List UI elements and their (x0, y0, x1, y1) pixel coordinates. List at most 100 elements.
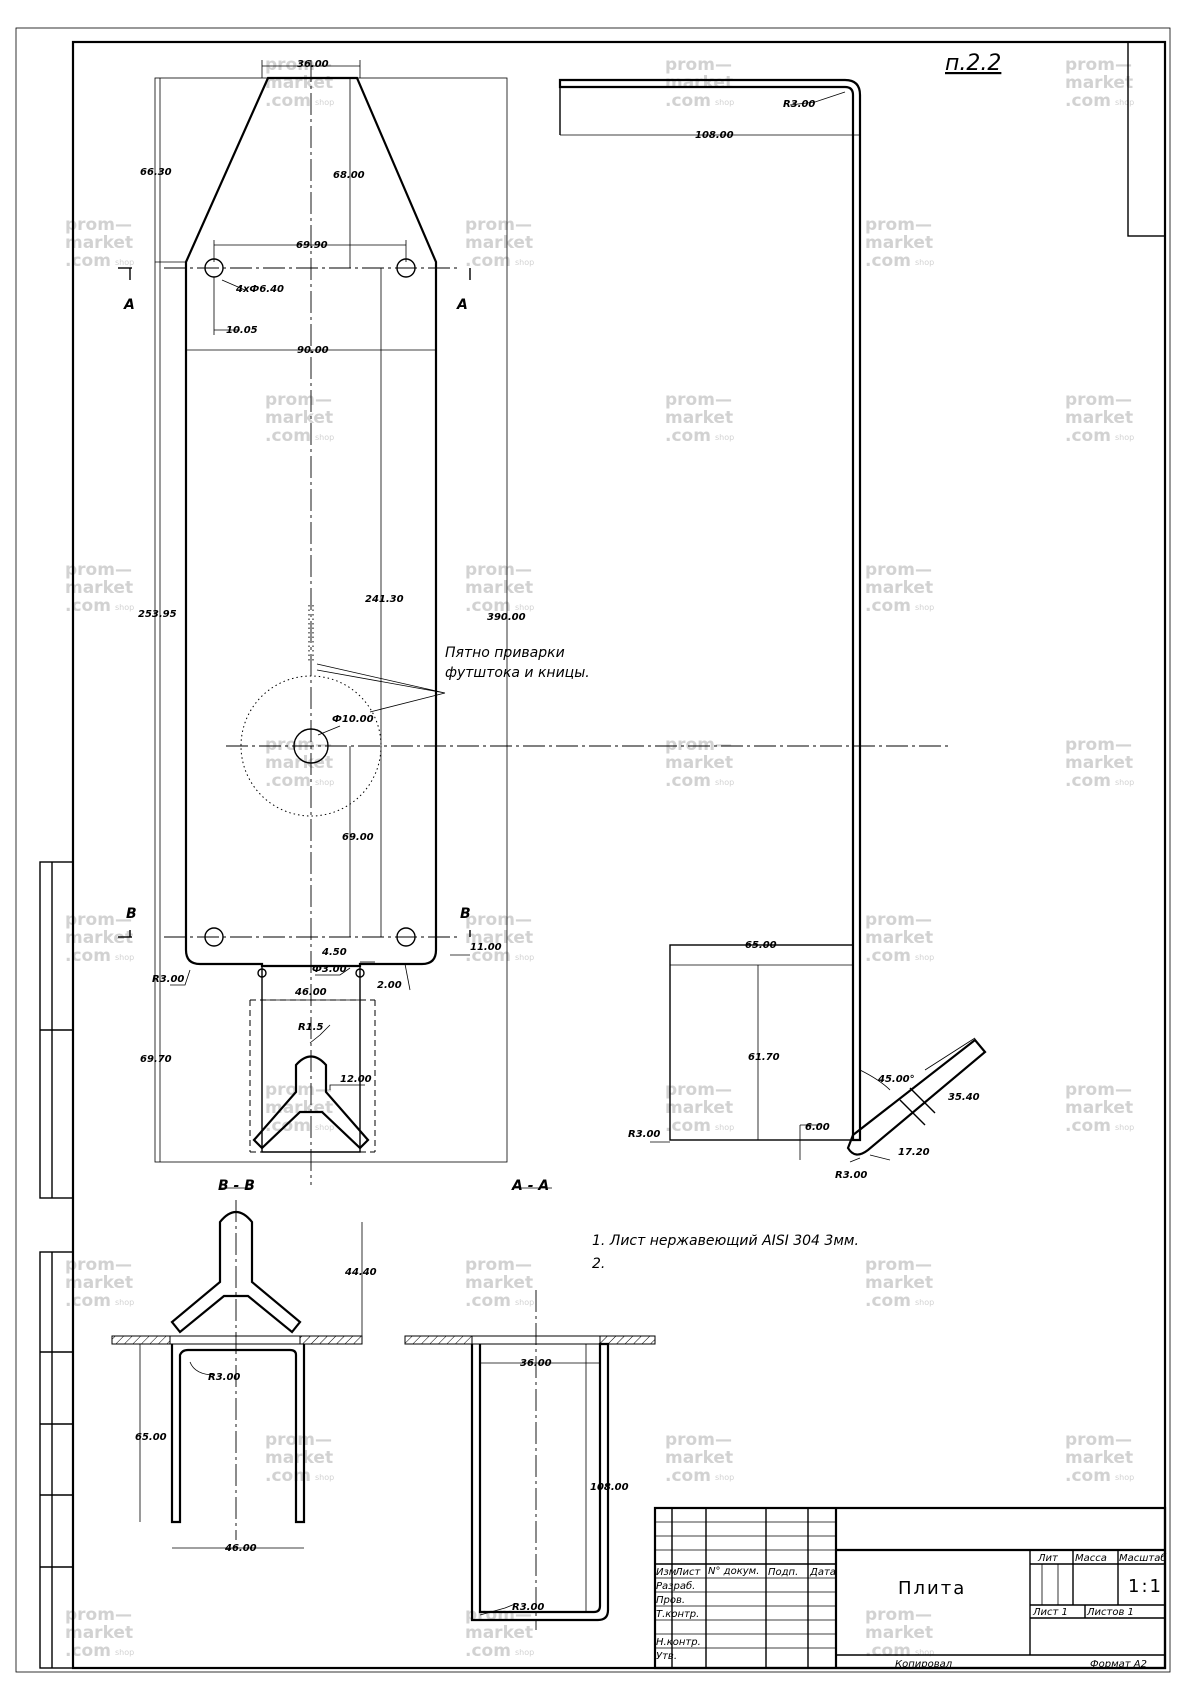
watermark-shop: shop (715, 1473, 734, 1482)
watermark-text: .com (865, 946, 911, 966)
tb-col-list: Лист (674, 1567, 702, 1578)
section-b-b (111, 1187, 363, 1549)
dim-35-40: 35.40 (948, 1092, 980, 1103)
watermark-text: prom— (65, 910, 132, 930)
tb-mass: Масса (1075, 1553, 1107, 1564)
watermark-shop: shop (1115, 778, 1134, 787)
watermark-text: prom— (465, 910, 532, 930)
dim-65-bb: 65.00 (135, 1432, 167, 1443)
watermark-text: market (65, 1623, 133, 1643)
watermark-text: market (1065, 408, 1133, 428)
watermark-text: market (865, 1273, 933, 1293)
watermark-text: market (65, 578, 133, 598)
dim-45-deg: 45.00° (877, 1074, 915, 1085)
watermark-text: .com (665, 426, 711, 446)
dim-44-40: 44.40 (344, 1267, 377, 1278)
dim-r3-side-bottom: R3.00 (835, 1170, 867, 1181)
dim-390: 390.00 (487, 612, 526, 623)
front-view-labels: A A B B 36.00 66.30 68.00 69.90 4xФ6.40 … (123, 59, 590, 1085)
watermark-shop: shop (115, 1298, 134, 1307)
watermark-text: prom— (265, 1080, 332, 1100)
note-1: 1. Лист нержавеющий AISI 304 3мм. (592, 1233, 859, 1249)
dim-r3-aa: R3.00 (512, 1602, 544, 1613)
section-title-b-b: B - B (218, 1178, 255, 1194)
dim-r3-side-left: R3.00 (628, 1129, 660, 1140)
section-b-b-labels: B - B 44.40 R3.00 65.00 46.00 (135, 1178, 377, 1554)
section-mark-b-right: B (460, 906, 471, 922)
dim-46-top: 46.00 (294, 987, 327, 998)
watermark-text: market (1065, 73, 1133, 93)
tb-col-izm: Изм (656, 1567, 677, 1578)
watermark-text: .com (65, 251, 111, 271)
watermark-text: market (665, 753, 733, 773)
watermark-text: market (1065, 1098, 1133, 1118)
watermark-shop: shop (115, 258, 134, 267)
watermark-shop: shop (315, 778, 334, 787)
watermark-text: prom— (465, 560, 532, 580)
watermark-shop: shop (915, 1298, 934, 1307)
dim-r3-left: R3.00 (152, 974, 184, 985)
tb-part-name: Плита (898, 1578, 966, 1599)
corner-stamp-box (1127, 41, 1166, 237)
section-a-a-labels: A - A 36.00 108.00 R3.00 (511, 1178, 629, 1613)
watermark-text: market (65, 1273, 133, 1293)
watermark-text: prom— (865, 560, 932, 580)
tb-col-doc: N° докум. (708, 1566, 759, 1577)
dim-61-70: 61.70 (748, 1052, 780, 1063)
dim-4-50: 4.50 (321, 947, 347, 958)
watermark-text: .com (265, 771, 311, 791)
tb-copied: Копировал (895, 1659, 953, 1670)
watermark-text: .com (1065, 771, 1111, 791)
title-block: Изм Лист N° докум. Подп. Дата Разраб. Пр… (653, 1506, 1167, 1670)
watermark-shop: shop (715, 778, 734, 787)
watermark-shop: shop (915, 603, 934, 612)
dim-66-30: 66.30 (140, 167, 172, 178)
watermark-text: market (665, 1448, 733, 1468)
dim-17-20: 17.20 (898, 1147, 930, 1158)
watermark-text: prom— (265, 735, 332, 755)
dim-69: 69.00 (342, 832, 374, 843)
front-view (118, 60, 950, 1185)
watermark-text: prom— (65, 1605, 132, 1625)
watermark-shop: shop (715, 433, 734, 442)
watermark-text: market (865, 233, 933, 253)
watermark-text: prom— (665, 1430, 732, 1450)
dim-36-top: 36.00 (297, 59, 329, 70)
dim-68: 68.00 (333, 170, 365, 181)
dim-r3-bb: R3.00 (208, 1372, 240, 1383)
watermark-shop: shop (515, 258, 534, 267)
dim-253-95: 253.95 (138, 609, 177, 620)
outer-border (15, 27, 1171, 1673)
watermark-text: .com (265, 1116, 311, 1136)
sheet-mark: п.2.2 (945, 51, 1001, 76)
watermark-text: prom— (65, 215, 132, 235)
watermark-text: .com (1065, 426, 1111, 446)
watermark-text: .com (65, 1291, 111, 1311)
watermark-shop: shop (515, 1648, 534, 1657)
watermark-text: market (265, 73, 333, 93)
watermark-text: .com (465, 251, 511, 271)
watermark-text: market (465, 1273, 533, 1293)
watermark-text: market (665, 408, 733, 428)
watermark-text: .com (1065, 91, 1111, 111)
dim-12: 12.00 (340, 1074, 372, 1085)
watermark-shop: shop (515, 603, 534, 612)
dim-10-05: 10.05 (226, 325, 258, 336)
watermark-text: prom— (1065, 55, 1132, 75)
section-title-a-a: A - A (511, 1178, 549, 1194)
watermark-text: market (665, 1098, 733, 1118)
